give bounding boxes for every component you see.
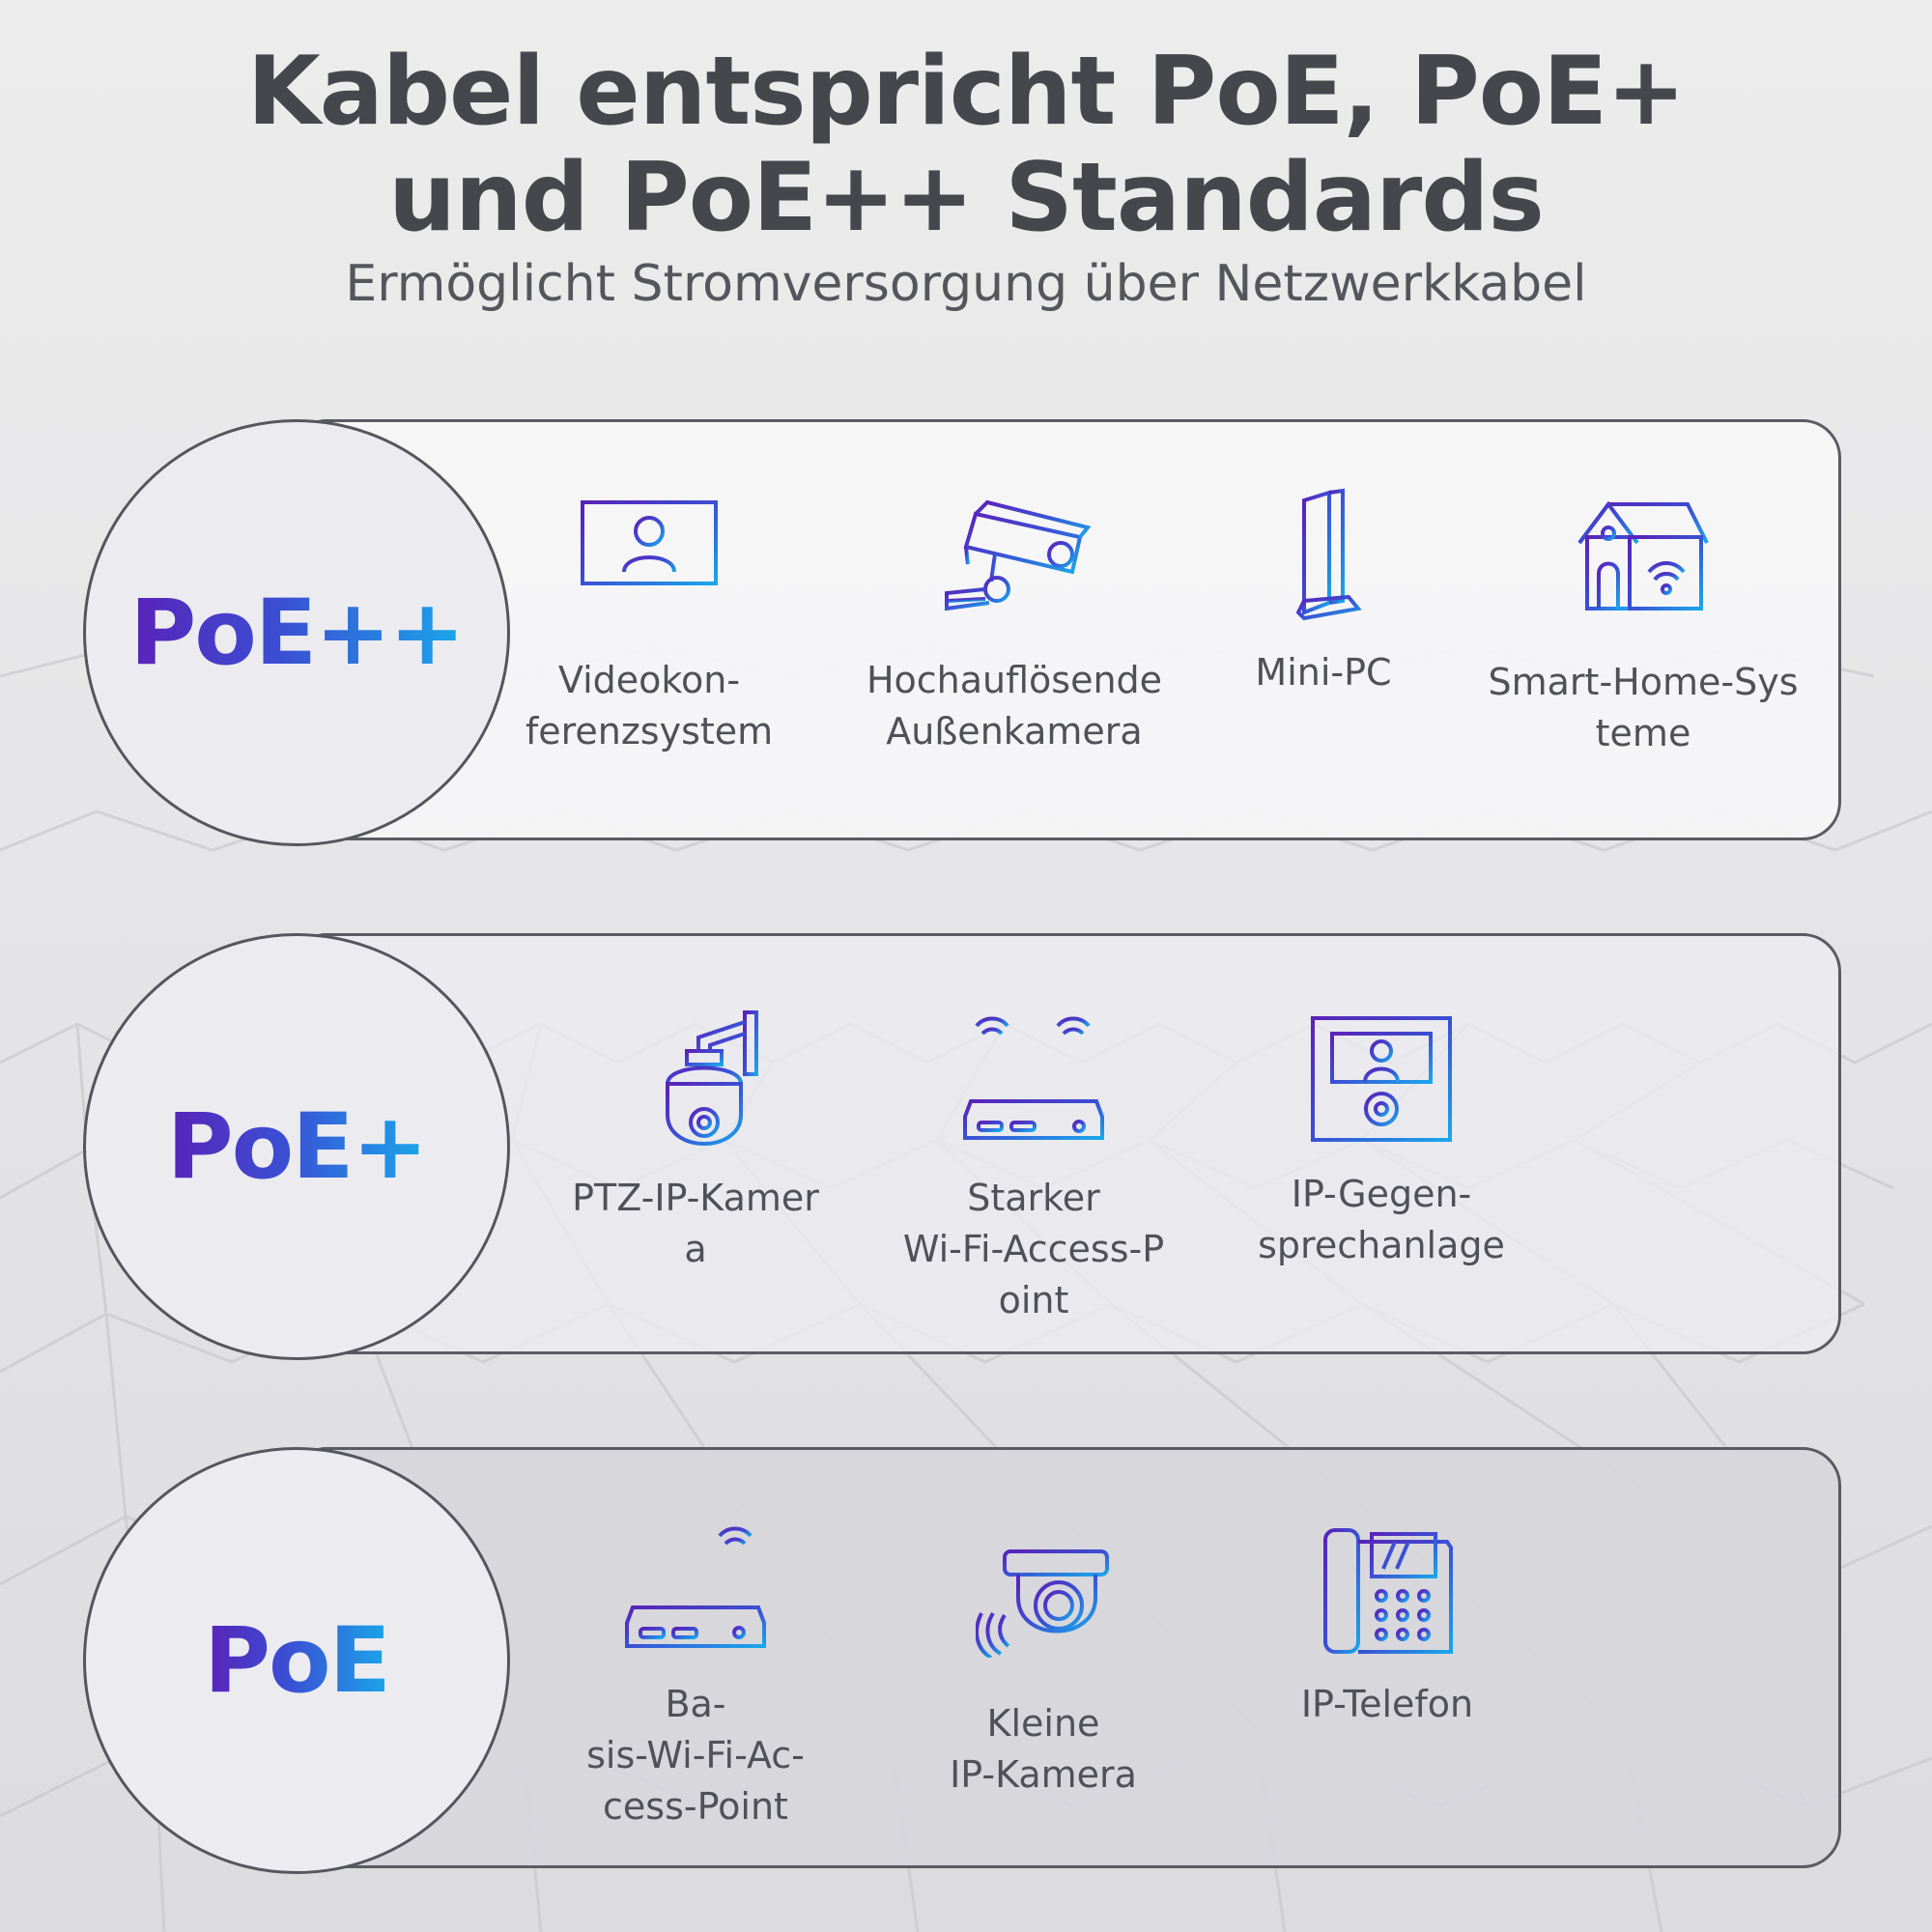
page-title-line-2: und PoE++ Standards <box>388 143 1545 253</box>
ip-phone-icon <box>1323 1528 1453 1654</box>
access-point-icon <box>625 1526 766 1648</box>
item-label: Smart-Home-Sys teme <box>1488 661 1799 754</box>
item-label: Ba- sis-Wi-Fi-Ac- cess-Point <box>586 1683 805 1828</box>
item-intercom: IP-Gegen- sprechanlage <box>1236 1014 1526 1271</box>
ptz-camera-icon <box>666 1010 758 1146</box>
item-ip-phone: IP-Telefon <box>1242 1526 1532 1730</box>
standard-label: PoE <box>204 1607 391 1714</box>
item-label: Hochauflösende Außenkamera <box>866 659 1163 753</box>
dome-camera-icon <box>976 1549 1109 1658</box>
poe-plus-plus-panel <box>288 419 1841 840</box>
intercom-icon <box>1311 1016 1452 1142</box>
item-label: Videokon- ferenzsystem <box>525 659 774 753</box>
poe-badge: PoE <box>83 1447 510 1874</box>
item-wifi-router: Starker Wi-Fi-Access-P oint <box>879 1009 1188 1326</box>
wifi-router-icon <box>963 1016 1104 1140</box>
item-dome-camera: Kleine IP-Kamera <box>889 1546 1198 1801</box>
item-smart-home: Smart-Home-Sys teme <box>1464 500 1822 759</box>
poe-plus-panel <box>288 933 1841 1354</box>
standard-label: PoE+ <box>166 1094 428 1200</box>
item-label: Starker Wi-Fi-Access-P oint <box>902 1177 1165 1321</box>
item-label: IP-Gegen- sprechanlage <box>1258 1173 1505 1266</box>
item-label: Mini-PC <box>1255 651 1392 694</box>
standard-label: PoE++ <box>129 580 465 686</box>
smart-home-icon <box>1577 500 1709 611</box>
item-label: IP-Telefon <box>1300 1683 1474 1725</box>
poe-plus-plus-badge: PoE++ <box>83 419 510 846</box>
poe-plus-badge: PoE+ <box>83 933 510 1360</box>
item-label: PTZ-IP-Kamer a <box>572 1177 819 1270</box>
mini-pc-icon <box>1295 488 1362 621</box>
item-access-point: Ba- sis-Wi-Fi-Ac- cess-Point <box>541 1520 850 1833</box>
page-subtitle: Ermöglicht Stromversorgung über Netzwerk… <box>345 255 1587 313</box>
item-video-conference: Videokon- ferenzsystem <box>510 498 788 757</box>
video-conference-icon <box>581 500 718 607</box>
page-title-line-1: Kabel entspricht PoE, PoE+ <box>246 37 1686 147</box>
poe-panel <box>288 1447 1841 1868</box>
item-label: Kleine IP-Kamera <box>950 1702 1137 1796</box>
item-security-camera: Hochauflösende Außenkamera <box>850 495 1179 757</box>
security-camera-icon <box>945 499 1092 611</box>
item-ptz-camera: PTZ-IP-Kamer a <box>541 1009 850 1275</box>
item-mini-pc: Mini-PC <box>1227 487 1420 698</box>
